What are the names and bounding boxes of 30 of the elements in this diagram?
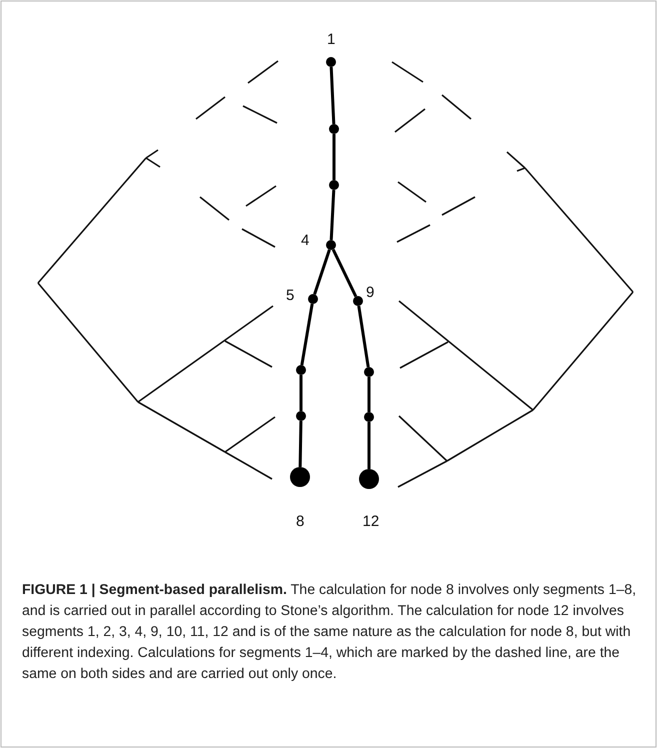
segment-dot — [308, 294, 318, 304]
segment-dot — [364, 367, 374, 377]
segment-line — [300, 375, 302, 411]
segment-line — [332, 248, 358, 298]
terminal-dot — [290, 467, 310, 487]
node-number: 1 — [327, 32, 336, 48]
figure-caption: FIGURE 1 | Segment-based parallelism. The calculation for node 8 involves only segments 1–8, and is carried out in parallel according to Stone’s algorithm. The calculation for node 12 involves segments 1, 2, 3, 4, 9, 10, 11, 12 and is of the same nature as the calculation for node 8, but with different indexing. Calculations for segments 1–4, which are marked by the dashed line, are the same on both sides and are carried out only once. — [22, 581, 637, 684]
segment-dot — [364, 412, 374, 422]
segment-dot — [296, 365, 306, 375]
segment-line — [298, 420, 302, 468]
segment-line — [368, 377, 370, 412]
segment-line — [330, 66, 336, 124]
segment-line — [313, 249, 331, 295]
segment-dot — [326, 57, 336, 67]
terminal-dot — [359, 469, 379, 489]
node-number: 8 — [296, 514, 304, 530]
segment-dot — [329, 124, 339, 134]
node-number: 12 — [362, 514, 380, 530]
segment-dot — [296, 411, 306, 421]
segment-line — [368, 422, 370, 469]
segment-line — [357, 306, 370, 368]
segment-line — [300, 304, 314, 366]
segment-dot — [326, 240, 336, 250]
node-number: 4 — [301, 233, 310, 249]
node-number: 9 — [366, 285, 374, 301]
segment-dot — [353, 296, 363, 306]
segment-dot — [329, 180, 339, 190]
node-number: 5 — [286, 288, 294, 304]
segment-line — [330, 190, 336, 240]
segment-line — [332, 134, 336, 180]
